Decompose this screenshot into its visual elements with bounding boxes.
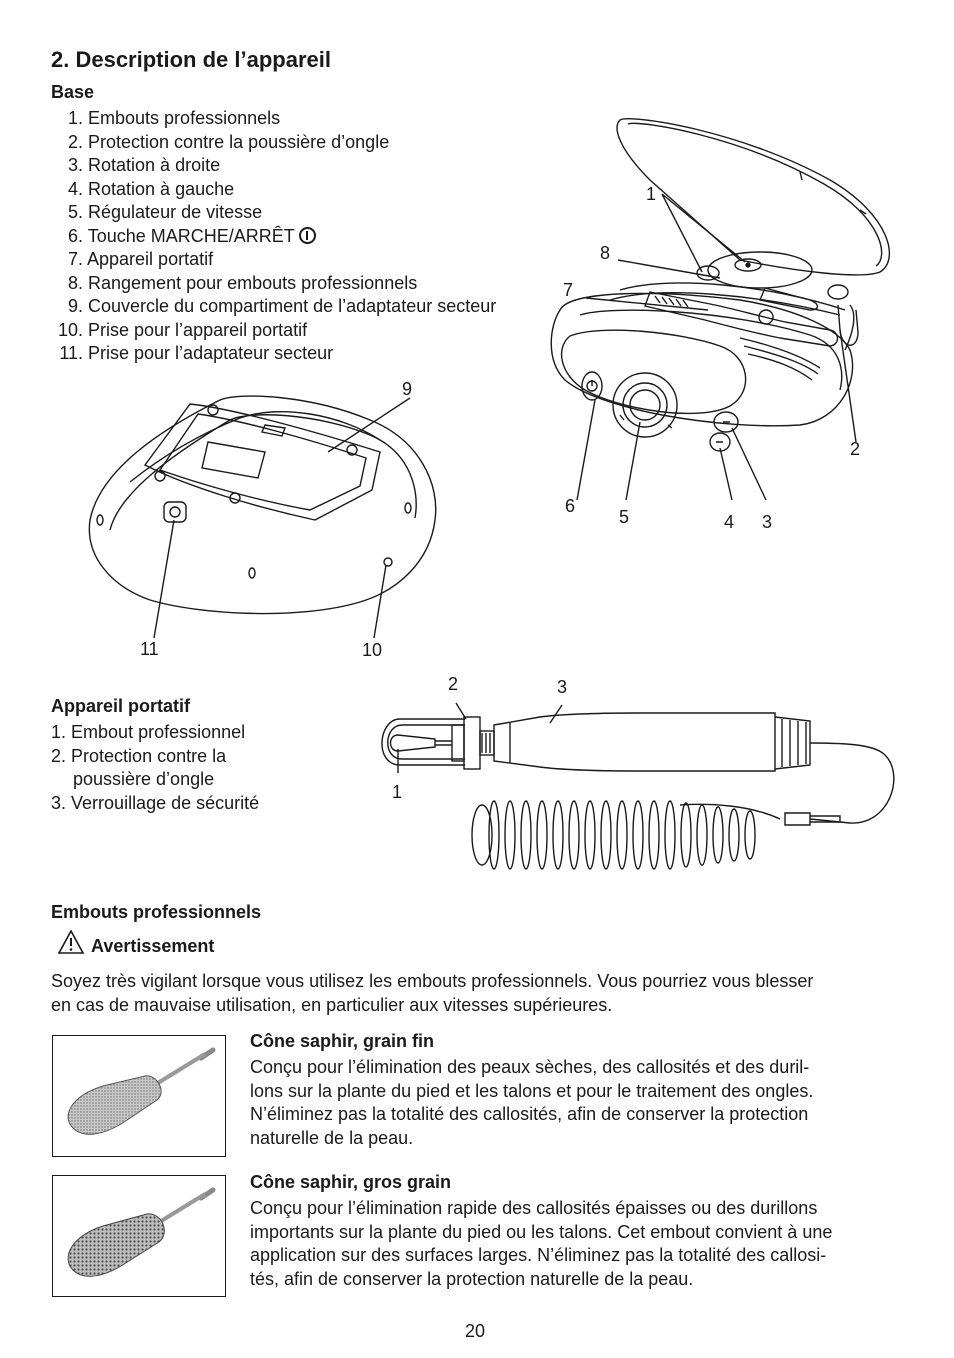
callout-4: 4 [724,512,734,533]
list-item: 2. Protection contre la [51,745,259,769]
list-item: 7. Appareil portatif [51,248,496,272]
warning-title: Avertissement [91,936,214,957]
base-device-bottom-illustration [80,390,450,630]
list-item: 1. Embout professionnel [51,721,259,745]
callout-handheld-2: 2 [448,674,458,695]
attachment-title-coarse: Cône saphir, gros grain [250,1172,451,1193]
list-item: 3. Verrouillage de sécurité [51,792,259,816]
list-item: 11. Prise pour l’adaptateur secteur [51,342,496,366]
base-parts-list: 1. Embouts professionnels 2. Protection … [51,107,496,366]
list-item: 8. Rangement pour embouts professionnels [51,272,496,296]
callout-handheld-3: 3 [557,677,567,698]
attachment-desc-fine: Conçu pour l’élimination des peaux sèche… [250,1056,910,1150]
handheld-device-illustration [370,695,910,890]
callout-6: 6 [565,496,575,517]
base-heading: Base [51,82,94,103]
callout-5: 5 [619,507,629,528]
list-item: 4. Rotation à gauche [51,178,496,202]
page-number: 20 [465,1321,485,1342]
page-title: 2. Description de l’appareil [51,47,331,73]
list-item: 2. Protection contre la poussière d’ongl… [51,131,496,155]
handheld-parts-list: 1. Embout professionnel 2. Protection co… [51,721,259,815]
attachment-image-coarse [52,1175,226,1297]
list-item: 3. Rotation à droite [51,154,496,178]
list-item: 5. Régulateur de vitesse [51,201,496,225]
attachment-image-fine [52,1035,226,1157]
list-item: 10. Prise pour l’appareil portatif [51,319,496,343]
callout-3: 3 [762,512,772,533]
callout-10: 10 [362,640,382,661]
list-item: 1. Embouts professionnels [51,107,496,131]
list-item: 9. Couvercle du compartiment de l’adapta… [51,295,496,319]
callout-9: 9 [402,379,412,400]
callout-2: 2 [850,439,860,460]
warning-text: Soyez très vigilant lorsque vous utilise… [51,970,911,1017]
power-icon [299,227,316,244]
callout-1: 1 [646,184,656,205]
sapphire-cone-fine-icon [53,1036,225,1156]
warning-icon [57,929,85,955]
attachment-title-fine: Cône saphir, grain fin [250,1031,434,1052]
sapphire-cone-coarse-icon [53,1176,225,1296]
handheld-heading: Appareil portatif [51,696,190,717]
base-device-top-illustration [540,110,920,440]
callout-8: 8 [600,243,610,264]
list-item: poussière d’ongle [51,768,259,792]
attachments-heading: Embouts professionnels [51,902,261,923]
callout-7: 7 [563,280,573,301]
callout-11: 11 [140,639,159,660]
list-item: 6. Touche MARCHE/ARRÊT [51,225,496,249]
callout-handheld-1: 1 [392,782,402,803]
attachment-desc-coarse: Conçu pour l’élimination rapide des call… [250,1197,930,1291]
